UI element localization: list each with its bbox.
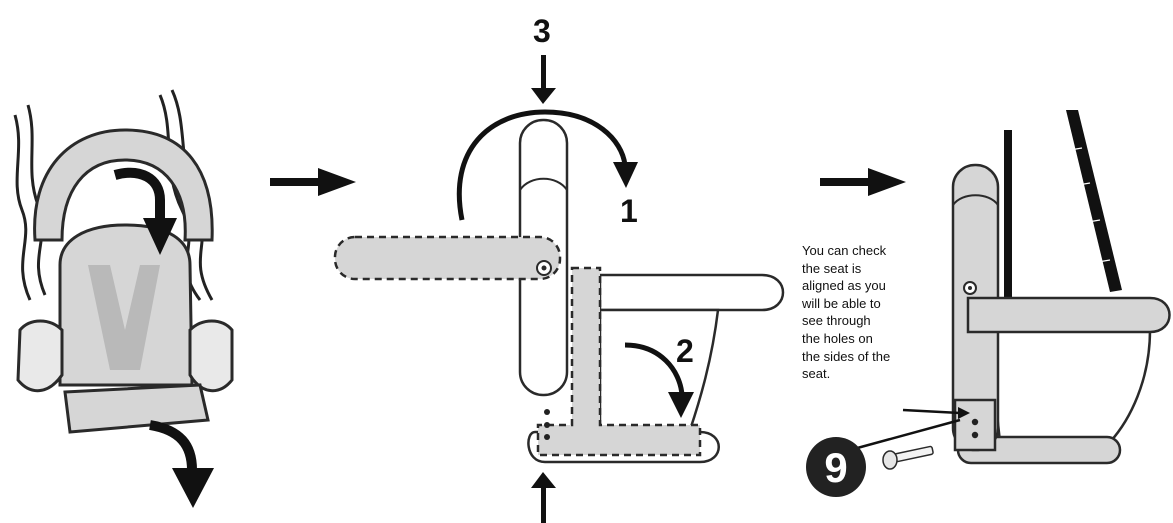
hole — [544, 422, 550, 428]
hole — [544, 409, 550, 415]
panel-aligned-seat: 9 — [806, 110, 1171, 497]
seat-tray — [598, 273, 785, 312]
flow-arrow-2 — [820, 168, 906, 196]
hole — [971, 431, 979, 439]
press-arrow-bottom-shaft — [541, 482, 546, 523]
bolt-icon — [882, 445, 934, 470]
ghost-arm-horizontal — [333, 235, 562, 281]
step-3-label: 3 — [533, 13, 551, 49]
seat-v-mark — [88, 265, 160, 370]
seat-bucket — [598, 308, 720, 432]
fold-arrow-bottom-head — [172, 468, 214, 508]
bracket-plate — [953, 398, 997, 452]
hole — [544, 434, 550, 440]
side-strap-right — [188, 319, 234, 393]
rotation-arrow-head — [613, 162, 638, 188]
part-number-label: 9 — [824, 444, 847, 491]
press-arrow-bottom-head — [531, 472, 556, 488]
seat-tray — [966, 296, 1171, 334]
panel-folded-seat — [13, 89, 234, 508]
step-1-label: 1 — [620, 193, 638, 229]
rotation-arrow — [456, 109, 628, 221]
rope-left-outer — [13, 114, 32, 301]
side-strap-left — [16, 319, 64, 393]
press-arrow-top-head — [531, 88, 556, 104]
alignment-note: You can check the seat is aligned as you… — [802, 243, 891, 382]
pointer-line — [902, 408, 961, 415]
panel-rotation — [333, 55, 785, 523]
press-arrow-top-shaft — [541, 55, 546, 95]
fold-arrow-top-head — [143, 218, 177, 255]
swing-arrow-head — [668, 392, 694, 418]
part-number-badge — [806, 437, 866, 497]
front-bar — [63, 383, 210, 434]
swing-arrow — [624, 342, 685, 396]
rope-left — [1004, 130, 1012, 300]
rope-right — [1066, 110, 1122, 292]
flow-arrow-1 — [270, 168, 356, 196]
fold-arrow-bottom — [149, 420, 197, 471]
step-2-label: 2 — [676, 333, 694, 369]
ghost-bracket — [536, 266, 702, 457]
badge-leader — [849, 418, 961, 452]
fold-arrow-top — [113, 167, 165, 225]
hole — [971, 418, 979, 426]
seat-bucket — [986, 328, 1152, 444]
backrest-frame — [33, 128, 214, 242]
